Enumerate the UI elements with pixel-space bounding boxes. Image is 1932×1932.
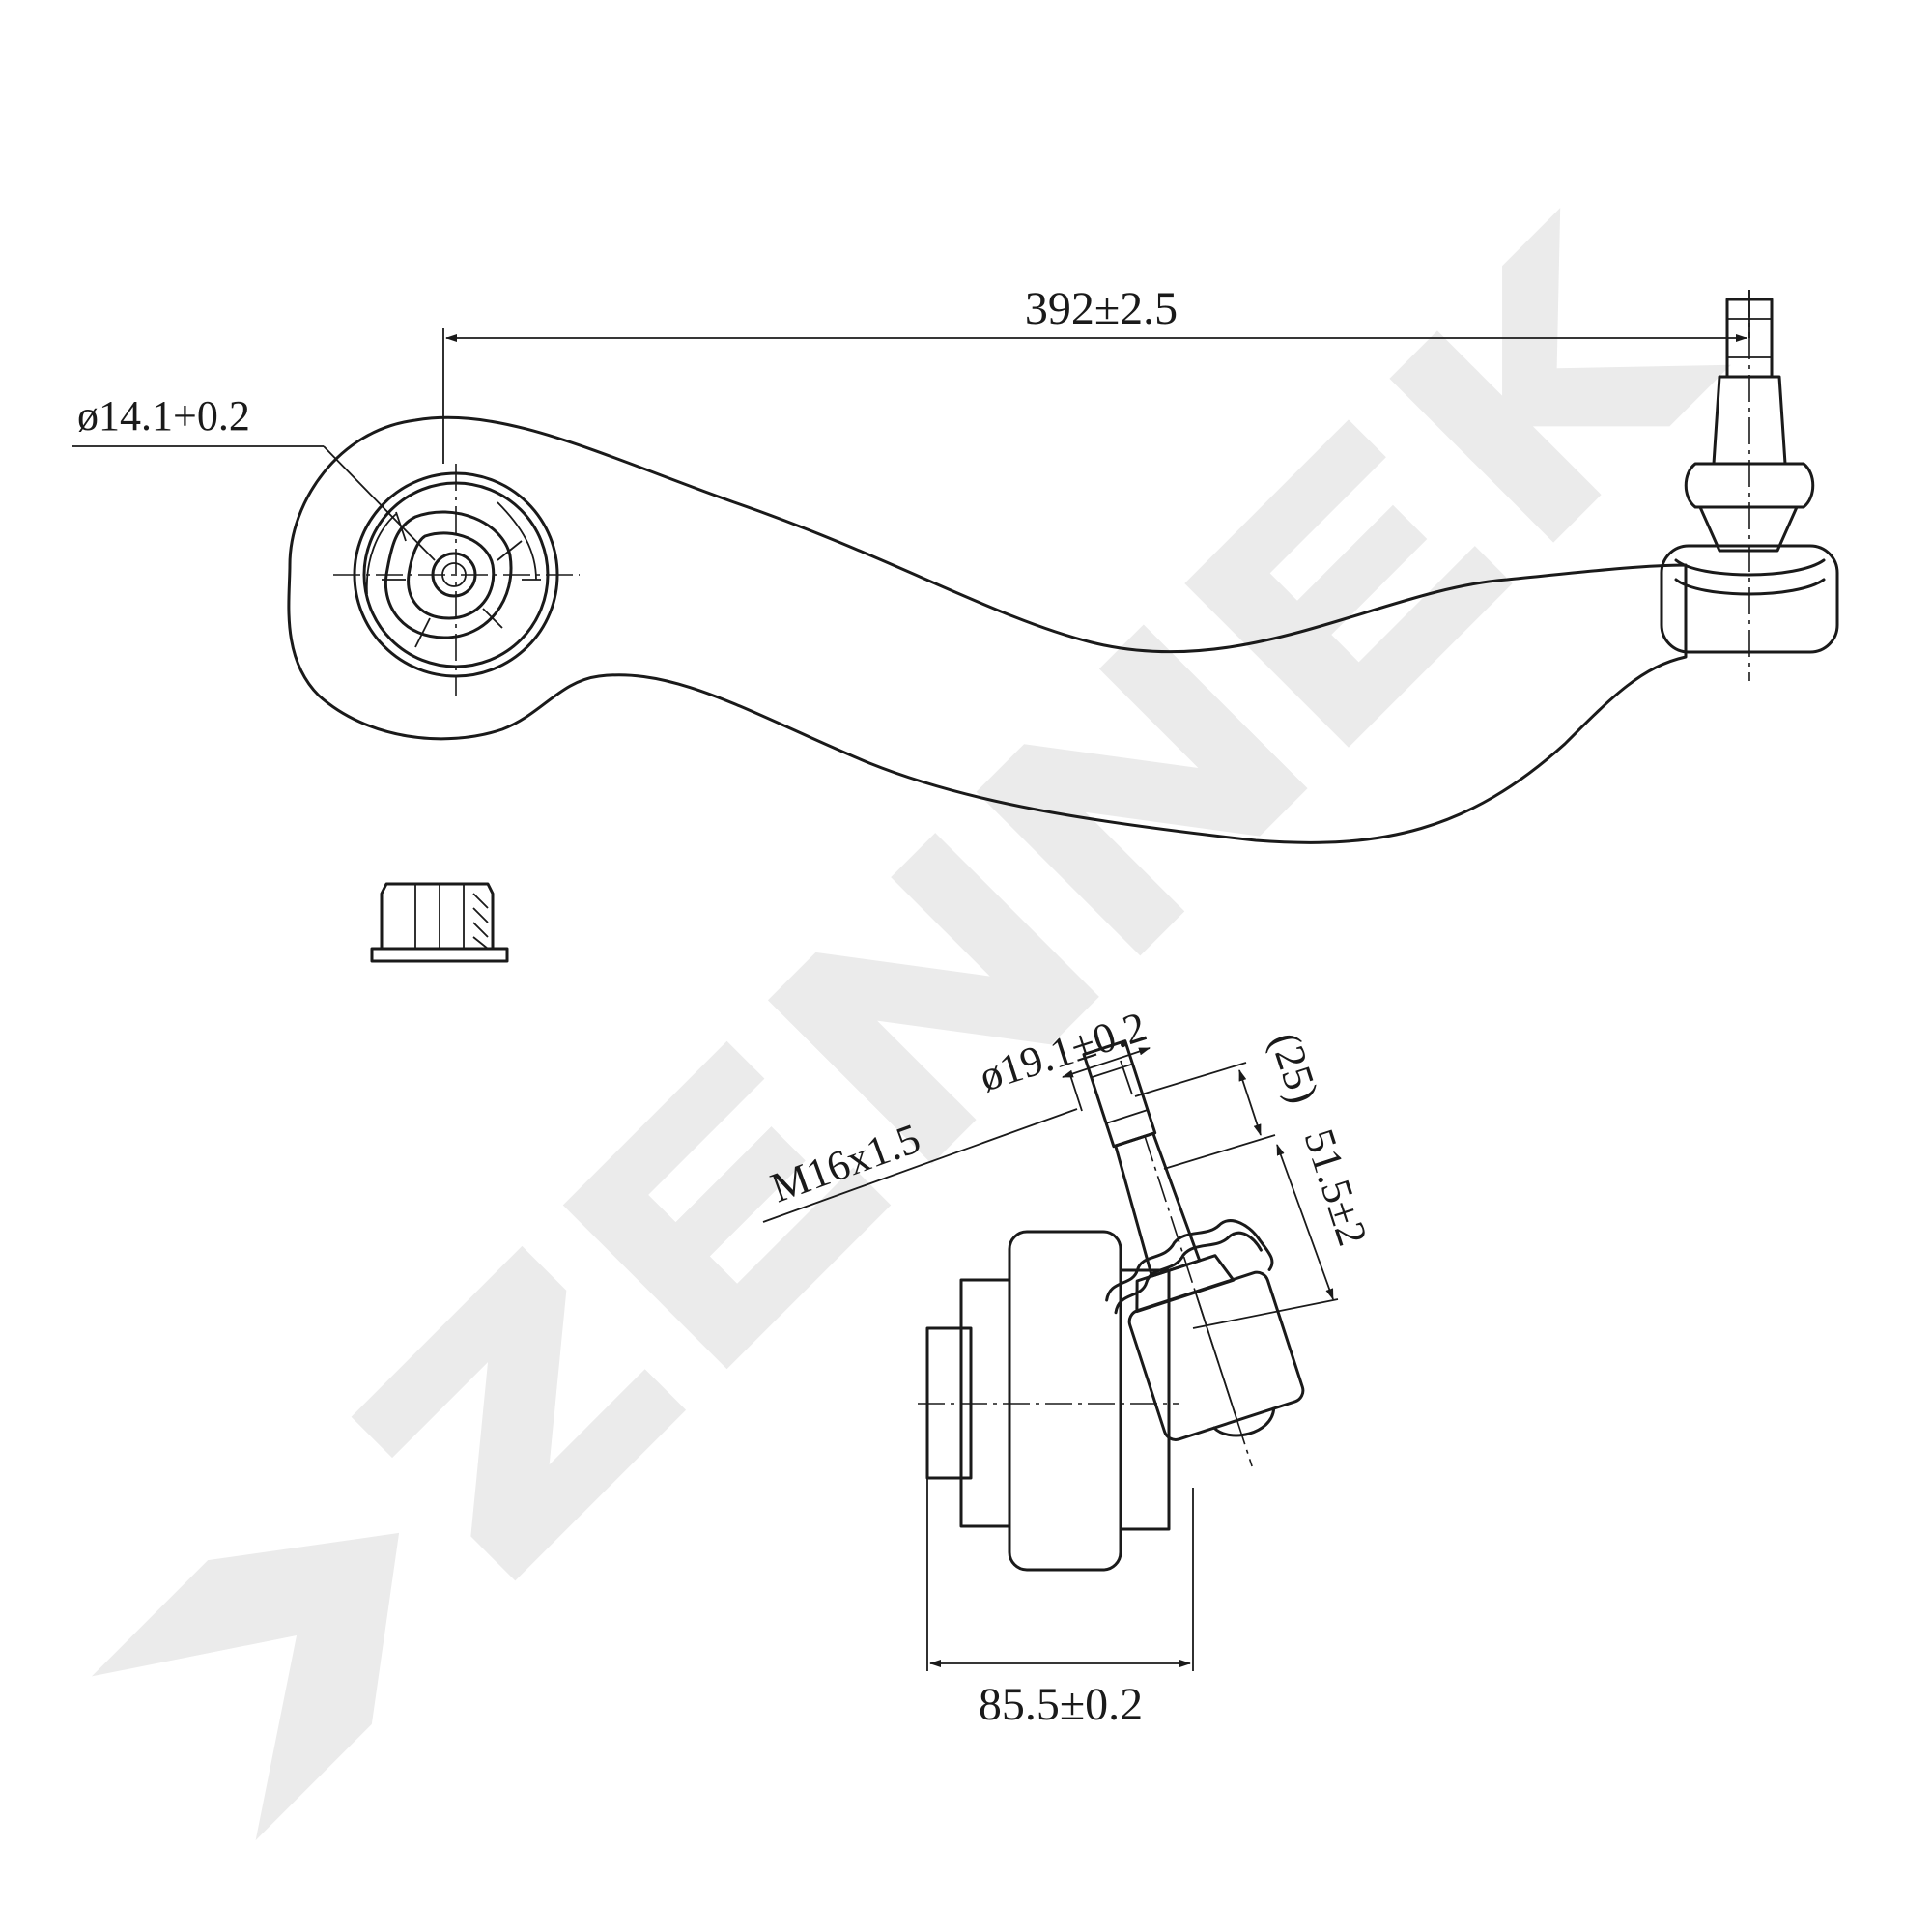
dim-bushing-width-label: 85.5±0.2 bbox=[979, 1679, 1143, 1730]
arm-outline bbox=[287, 415, 1688, 844]
dim-bushing-width: 85.5±0.2 bbox=[926, 1478, 1194, 1730]
dim-bushing-bore-label: ø14.1+0.2 bbox=[77, 392, 250, 440]
watermark-logo bbox=[91, 208, 1731, 1841]
dim-bushing-bore: ø14.1+0.2 bbox=[72, 392, 436, 561]
dim-taper-length-label: (25) bbox=[1261, 1027, 1327, 1109]
control-arm-top-view bbox=[287, 290, 1839, 844]
dim-overall-length: 392±2.5 bbox=[445, 283, 1747, 342]
ball-joint-top-view bbox=[1660, 290, 1839, 681]
side-view: ø19.1±0.2 M16x1.5 (25) 51.5±2 85.5±0.2 bbox=[762, 1003, 1377, 1730]
dim-overall-length-label: 392±2.5 bbox=[1025, 283, 1178, 334]
flange-nut bbox=[370, 882, 509, 963]
dim-stud-height-label: 51.5±2 bbox=[1294, 1123, 1377, 1251]
